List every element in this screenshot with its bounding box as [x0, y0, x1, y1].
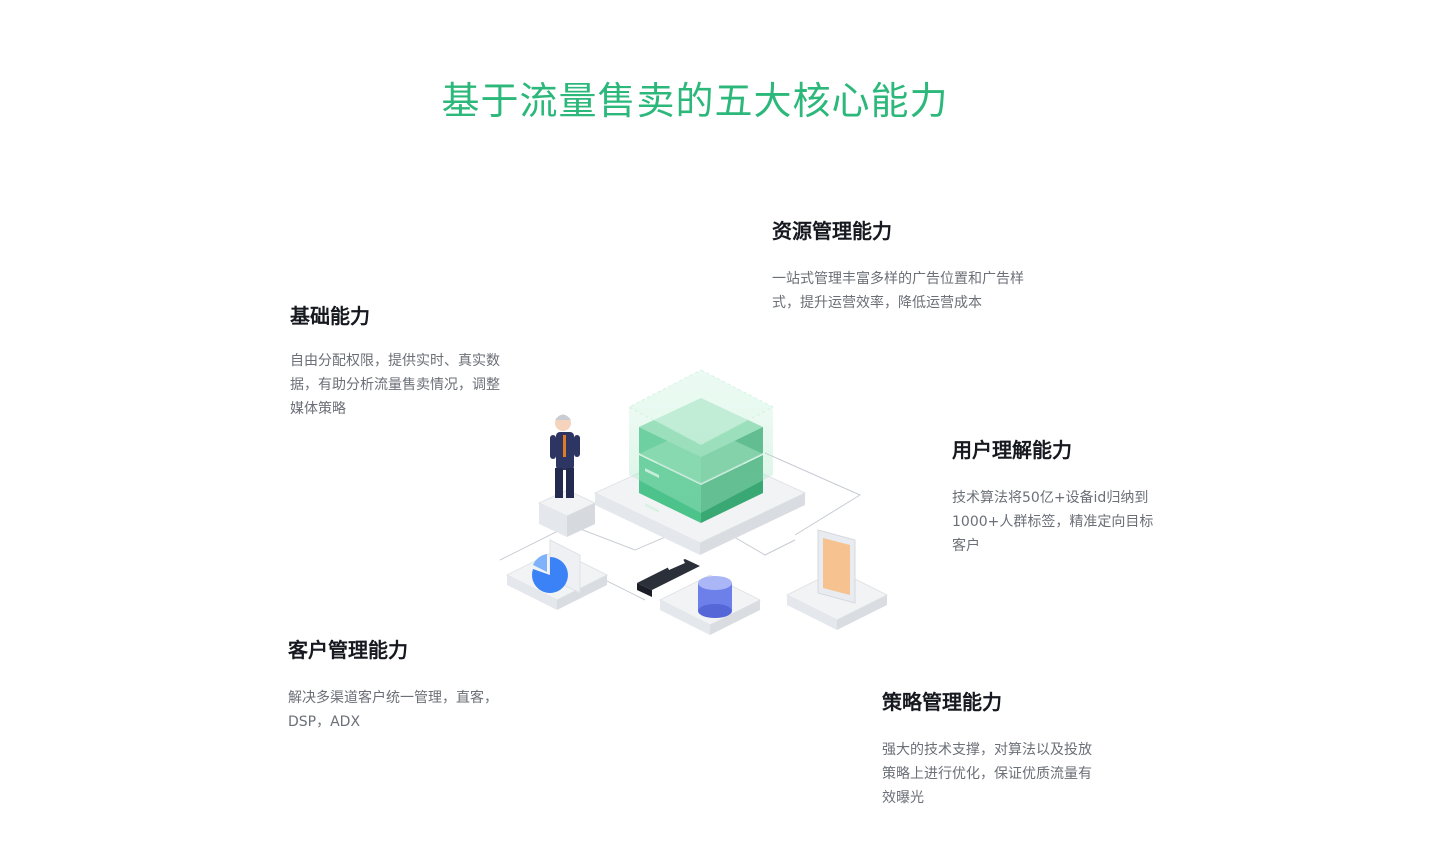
feature-title: 策略管理能力	[882, 690, 1002, 714]
card-reader-icon	[637, 559, 700, 597]
feature-resource: 资源管理能力 一站式管理丰富多样的广告位置和广告样式，提升运营效率，降低运营成本	[772, 217, 1032, 315]
glass-cube	[627, 369, 775, 513]
feature-description: 技术算法将50亿+设备id归纳到1000+人群标签，精准定向目标客户	[952, 490, 1154, 554]
feature-description: 强大的技术支撑，对算法以及投放策略上进行优化，保证优质流量有效曝光	[882, 742, 1092, 806]
feature-description: 解决多渠道客户统一管理，直客，DSP，ADX	[288, 690, 498, 730]
page-title: 基于流量售卖的五大核心能力	[441, 79, 949, 123]
feature-title: 基础能力	[290, 304, 370, 328]
feature-title: 资源管理能力	[772, 219, 892, 243]
feature-title: 客户管理能力	[288, 638, 408, 662]
feature-customer: 客户管理能力 解决多渠道客户统一管理，直客，DSP，ADX	[288, 636, 508, 734]
feature-user: 用户理解能力 技术算法将50亿+设备id归纳到1000+人群标签，精准定向目标客…	[952, 436, 1162, 558]
tablet-icon	[817, 529, 856, 604]
database-icon	[698, 576, 732, 618]
feature-strategy: 策略管理能力 强大的技术支撑，对算法以及投放策略上进行优化，保证优质流量有效曝光	[882, 688, 1092, 810]
businessman-icon	[537, 414, 597, 537]
pie-chart-icon	[531, 554, 568, 593]
feature-title: 用户理解能力	[952, 438, 1072, 462]
isometric-illustration	[499, 369, 889, 635]
feature-basic: 基础能力 自由分配权限，提供实时、真实数据，有助分析流量售卖情况，调整媒体策略	[290, 302, 500, 421]
feature-description: 自由分配权限，提供实时、真实数据，有助分析流量售卖情况，调整媒体策略	[290, 353, 500, 417]
feature-description: 一站式管理丰富多样的广告位置和广告样式，提升运营效率，降低运营成本	[772, 271, 1024, 311]
